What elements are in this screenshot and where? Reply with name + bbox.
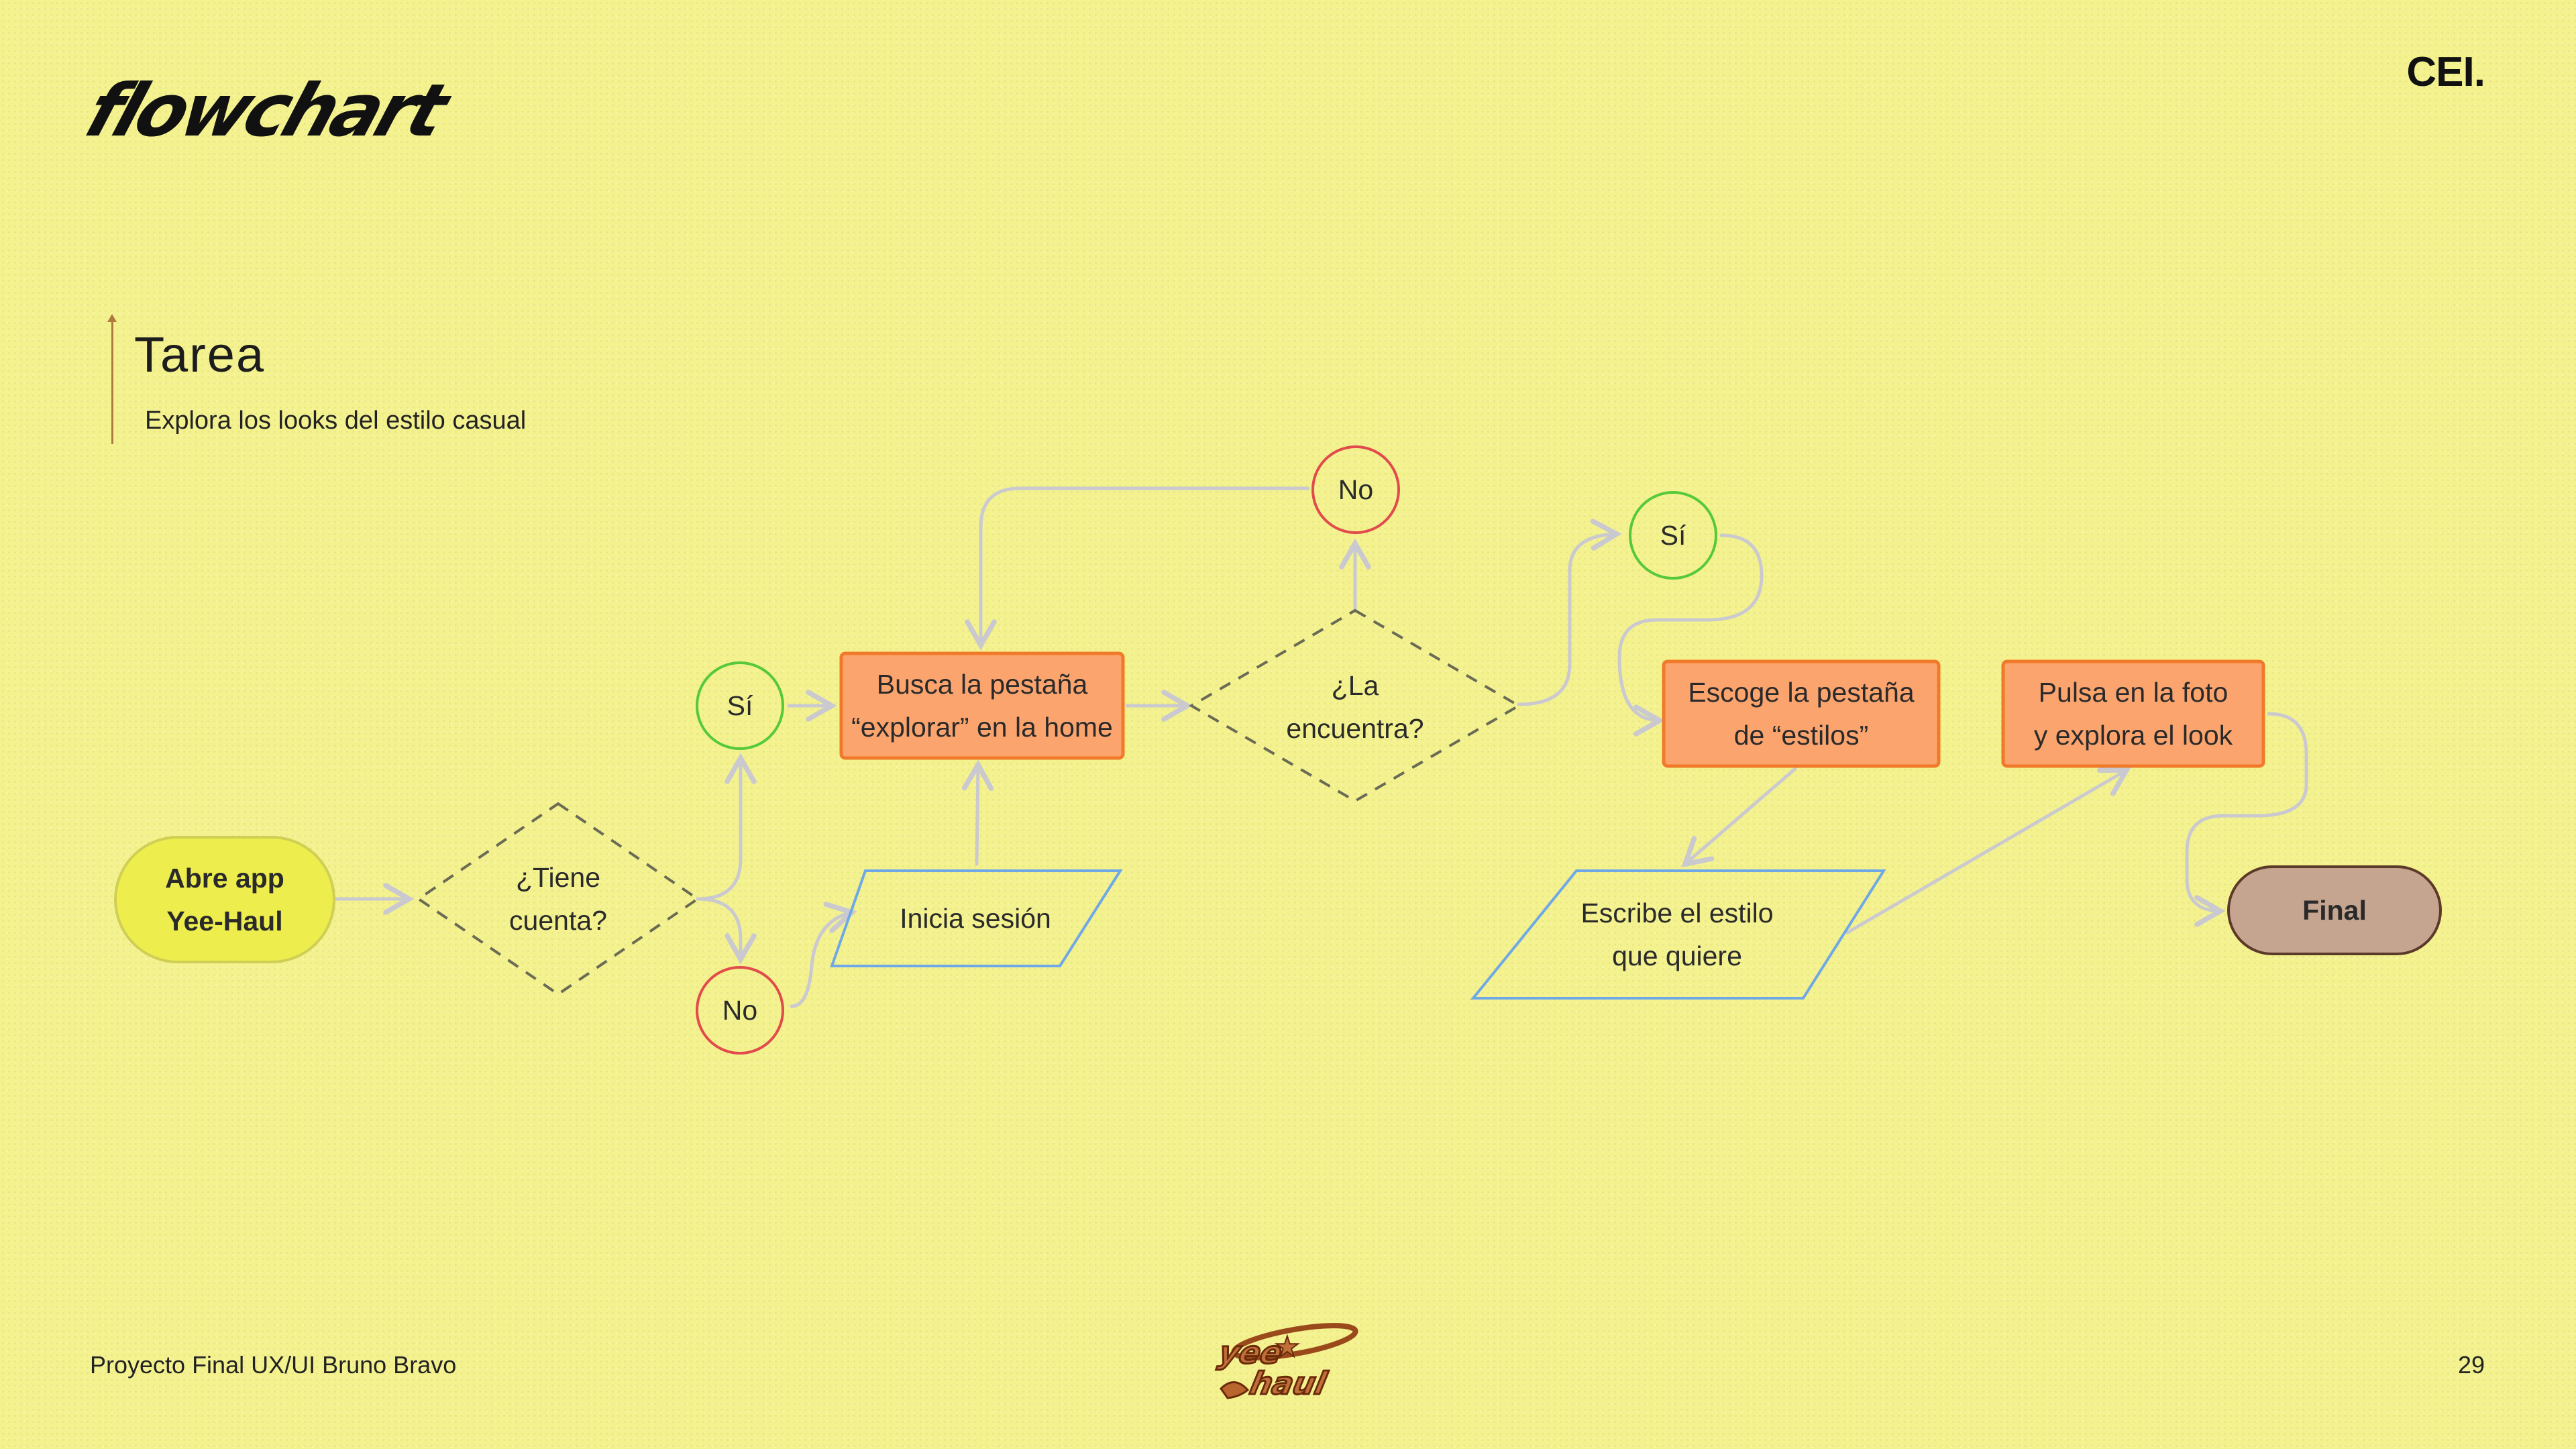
no-account-circle — [696, 966, 784, 1055]
decision-account-label: ¿Tiene cuenta? — [509, 862, 607, 936]
edge-decision-to-yes-found — [1517, 519, 1622, 706]
no-found-circle — [1311, 445, 1400, 534]
final-node — [2227, 865, 2442, 955]
tap-photo-label: Pulsa en la foto y explora el look — [2033, 677, 2233, 751]
edge-decision-to-no — [696, 897, 757, 965]
edge-decision-to-yes — [696, 753, 757, 901]
no-account-label: No — [722, 995, 758, 1026]
svg-text:yee: yee — [1216, 1334, 1285, 1370]
page-number: 29 — [2457, 1351, 2485, 1379]
search-tab-label: Busca la pestaña “explorar” en la home — [851, 669, 1113, 743]
edge-choose-to-write — [1681, 767, 1797, 867]
login-parallelogram — [830, 869, 1123, 967]
no-found-label: No — [1338, 474, 1374, 505]
decision-found-shape — [1189, 608, 1521, 803]
yee-haul-mascot-logo: yee ★ haul — [1215, 1323, 1358, 1402]
search-tab-box — [839, 651, 1125, 760]
yes-found-label: Sí — [1660, 520, 1686, 551]
footer-credit: Proyecto Final UX/UI Bruno Bravo — [90, 1351, 457, 1379]
svg-text:haul: haul — [1247, 1365, 1331, 1401]
edge-no-to-login — [790, 902, 857, 1008]
task-title: Tarea — [134, 327, 266, 382]
final-label: Final — [2302, 895, 2367, 926]
choose-tab-label: Escoge la pestaña de “estilos” — [1688, 677, 1915, 751]
yes-found-circle — [1629, 491, 1717, 580]
decision-account-shape — [416, 802, 700, 996]
brand-logo: CEI. — [2406, 49, 2485, 95]
svg-text:★: ★ — [1275, 1330, 1300, 1363]
task-accent-line — [107, 314, 117, 444]
edge-yes-found-to-choose — [1617, 533, 1764, 737]
edge-tap-to-final — [2185, 712, 2308, 927]
tap-photo-box — [2001, 659, 2265, 768]
yes-account-label: Sí — [727, 690, 753, 721]
choose-tab-box — [1662, 659, 1941, 768]
decision-found-label: ¿La encuentra? — [1286, 670, 1424, 744]
edge-no-found-to-search — [965, 486, 1310, 651]
login-label: Inicia sesión — [900, 903, 1051, 934]
yes-account-circle — [696, 661, 784, 750]
write-style-label: Escribe el estilo que quiere — [1580, 898, 1774, 971]
start-label: Abre app Yee-Haul — [165, 863, 284, 936]
task-description: Explora los looks del estilo casual — [145, 407, 527, 435]
edge-write-to-tap — [1845, 767, 2131, 934]
edge-login-to-search — [961, 759, 994, 866]
start-node — [114, 836, 335, 963]
write-style-parallelogram — [1470, 869, 1886, 1000]
